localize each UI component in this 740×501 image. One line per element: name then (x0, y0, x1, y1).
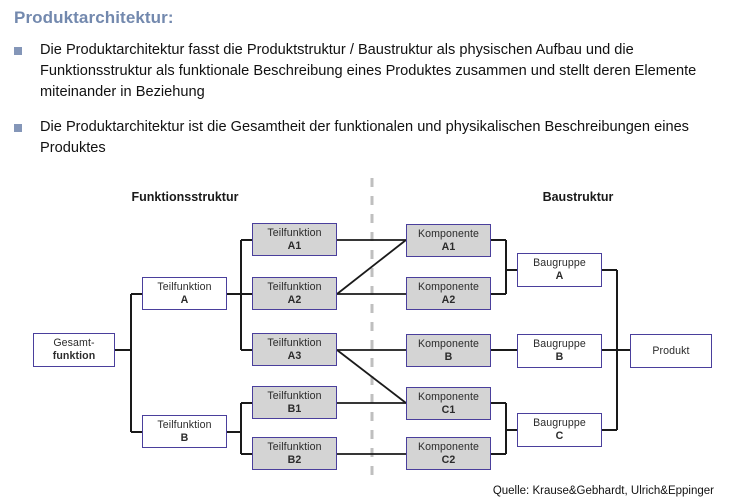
source-note: Quelle: Krause&Gebhardt, Ulrich&Eppinger (492, 485, 714, 497)
node-line2: B (444, 350, 453, 363)
list-item: Die Produktarchitektur ist die Gesamthei… (14, 117, 726, 159)
node-komponente-a2[interactable]: Komponente A2 (406, 277, 491, 310)
product-architecture-diagram: Funktionsstruktur Baustruktur Gesamt- fu… (0, 178, 740, 501)
node-line1: Baugruppe (533, 338, 586, 350)
node-line2: A3 (287, 349, 302, 362)
node-line1: Komponente (417, 227, 480, 240)
node-line2: A1 (441, 240, 456, 253)
page-title: Produktarchitektur: (14, 8, 174, 27)
node-baugruppe-a[interactable]: Baugruppe A (517, 253, 602, 287)
node-teilfunktion-a1[interactable]: Teilfunktion A1 (252, 223, 337, 256)
column-heading-funktionsstruktur: Funktionsstruktur (131, 190, 239, 204)
node-line2: C (555, 430, 564, 442)
list-item: Die Produktarchitektur fasst die Produkt… (14, 40, 726, 103)
node-teilfunktion-b1[interactable]: Teilfunktion B1 (252, 386, 337, 419)
bullet-list: Die Produktarchitektur fasst die Produkt… (14, 40, 726, 173)
node-teilfunktion-a2[interactable]: Teilfunktion A2 (252, 277, 337, 310)
node-line1: Komponente (417, 390, 480, 403)
node-komponente-b[interactable]: Komponente B (406, 334, 491, 367)
node-line2: A2 (441, 293, 456, 306)
node-line1: Teilfunktion (267, 440, 322, 453)
node-line2: A1 (287, 239, 302, 252)
node-teilfunktion-a3[interactable]: Teilfunktion A3 (252, 333, 337, 366)
node-teilfunktion-b[interactable]: Teilfunktion B (142, 415, 227, 448)
node-line1: Teilfunktion (267, 280, 322, 293)
node-line1: Gesamt- (53, 337, 95, 349)
node-line1: Komponente (417, 337, 480, 350)
bullet-text: Die Produktarchitektur fasst die Produkt… (40, 42, 697, 100)
node-line1: Teilfunktion (267, 336, 322, 349)
diagram-connectors (115, 178, 630, 478)
node-line1: Baugruppe (533, 257, 586, 269)
column-heading-baustruktur: Baustruktur (542, 190, 614, 204)
node-komponente-c1[interactable]: Komponente C1 (406, 387, 491, 420)
node-komponente-a1[interactable]: Komponente A1 (406, 224, 491, 257)
node-line2: A (555, 270, 564, 282)
node-line1: Komponente (417, 280, 480, 293)
node-teilfunktion-b2[interactable]: Teilfunktion B2 (252, 437, 337, 470)
bullet-marker-icon (14, 47, 22, 55)
node-line2: C2 (441, 453, 456, 466)
node-line1: Teilfunktion (267, 226, 322, 239)
node-line1: Teilfunktion (157, 280, 212, 293)
node-line2: C1 (441, 403, 456, 416)
bullet-text: Die Produktarchitektur ist die Gesamthei… (40, 119, 689, 156)
node-line2: B (180, 431, 189, 444)
node-gesamtfunktion[interactable]: Gesamt- funktion (33, 333, 115, 367)
node-line2: B1 (287, 402, 302, 415)
node-line1: Teilfunktion (157, 418, 212, 431)
node-teilfunktion-a[interactable]: Teilfunktion A (142, 277, 227, 310)
node-line2: A2 (287, 293, 302, 306)
node-line1: Baugruppe (533, 417, 586, 429)
node-line2: B2 (287, 453, 302, 466)
node-produkt[interactable]: Produkt (630, 334, 712, 368)
node-line1: Produkt (652, 344, 690, 357)
node-komponente-c2[interactable]: Komponente C2 (406, 437, 491, 470)
node-baugruppe-b[interactable]: Baugruppe B (517, 334, 602, 368)
node-line2: funktion (52, 350, 96, 362)
node-line1: Komponente (417, 440, 480, 453)
node-line1: Teilfunktion (267, 389, 322, 402)
bullet-marker-icon (14, 124, 22, 132)
node-line2: B (555, 351, 564, 363)
node-line2: A (180, 293, 189, 306)
node-baugruppe-c[interactable]: Baugruppe C (517, 413, 602, 447)
